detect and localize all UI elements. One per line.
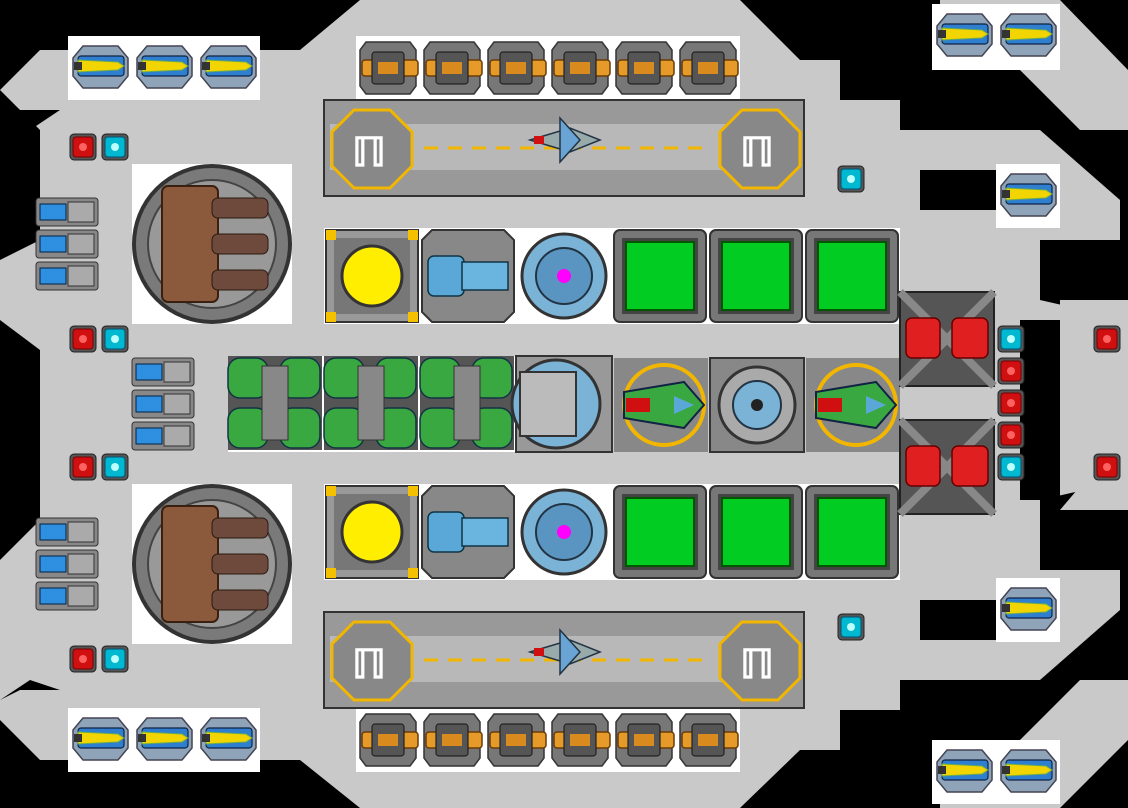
battery-column-top[interactable] [35,197,99,291]
battery-column-middle[interactable] [131,357,195,451]
landing-pad-label-right: ℿ [740,130,774,176]
side-weapon-right-bottom[interactable] [1000,587,1057,631]
green-lander-left[interactable] [612,356,710,454]
wide-weapons-top-left[interactable] [72,45,257,89]
red-module-top[interactable] [900,292,994,386]
center-hub[interactable] [709,357,805,453]
turret-top[interactable] [132,164,292,324]
landing-pad-label-left: ℿ [352,130,386,176]
system-row-bottom[interactable] [324,484,608,580]
side-weapon-right-top[interactable] [1000,173,1057,217]
green-storage-row[interactable] [227,355,515,451]
landing-pad-label-left-bottom: ℿ [352,642,386,688]
green-cells-top[interactable] [613,229,899,323]
landing-pad-label-right-bottom: ℿ [740,642,774,688]
system-row-top[interactable] [324,228,608,324]
hangar-bottom[interactable]: ℿ ℿ [323,611,805,709]
green-lander-right[interactable] [804,356,902,454]
wide-weapons-bottom-left[interactable] [72,717,257,761]
hull-vents [0,100,1060,700]
green-cells-bottom[interactable] [613,485,899,579]
red-module-bottom[interactable] [900,420,994,514]
hangar-top[interactable]: ℿ ℿ [323,99,805,197]
battery-column-bottom[interactable] [35,517,99,611]
turret-bottom[interactable] [132,484,292,644]
airlock-core[interactable] [510,355,613,453]
